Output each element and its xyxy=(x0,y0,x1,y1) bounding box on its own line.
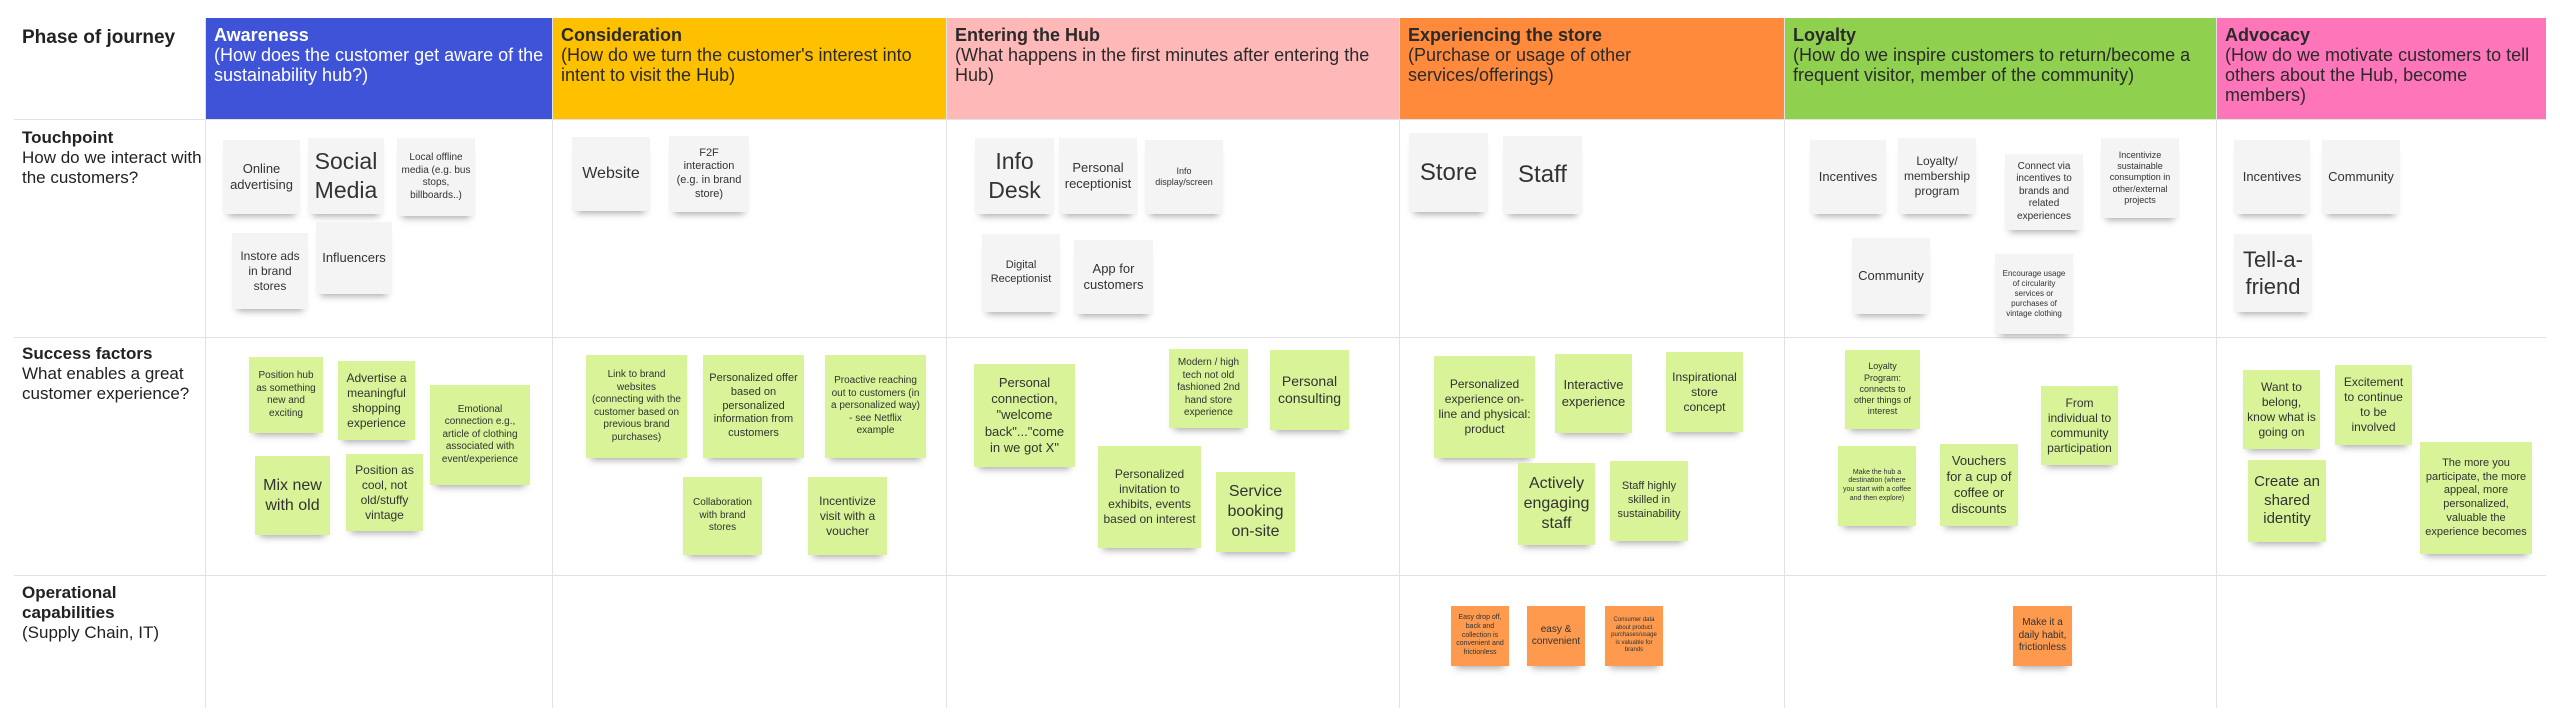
phase-title: Experiencing the store xyxy=(1408,25,1603,45)
sticky-note[interactable]: Link to brand websites (connecting with … xyxy=(586,355,687,458)
sticky-note[interactable]: Excitement to continue to be involved xyxy=(2335,365,2412,445)
sticky-note[interactable]: Staff highly skilled in sustainability xyxy=(1610,461,1688,541)
sticky-note[interactable]: Personal receptionist xyxy=(1059,138,1137,214)
phase-header-awareness: Awareness (How does the customer get awa… xyxy=(206,18,552,119)
sticky-note[interactable]: Personalized invitation to exhibits, eve… xyxy=(1098,446,1201,548)
sticky-note[interactable]: Incentives xyxy=(2234,140,2310,214)
sticky-note[interactable]: Store xyxy=(1409,133,1488,212)
row-divider xyxy=(14,337,2546,338)
sticky-note[interactable]: Make it a daily habit, frictionless xyxy=(2013,606,2072,666)
row-title: Success factors xyxy=(22,344,153,363)
sticky-note[interactable]: From individual to community participati… xyxy=(2041,386,2118,465)
row-divider xyxy=(14,119,2546,120)
phase-header-loyalty: Loyalty (How do we inspire customers to … xyxy=(1785,18,2216,119)
sticky-note[interactable]: Instore ads in brand stores xyxy=(232,233,308,309)
column-divider xyxy=(946,18,947,708)
sticky-note[interactable]: Community xyxy=(1852,238,1930,314)
sticky-note[interactable]: App for customers xyxy=(1074,240,1153,314)
sticky-note[interactable]: Info display/screen xyxy=(1145,140,1223,214)
phase-title: Consideration xyxy=(561,25,683,45)
row-divider xyxy=(14,575,2546,576)
sticky-note[interactable]: Loyalty/ membership program xyxy=(1898,138,1976,214)
sticky-note[interactable]: Influencers xyxy=(316,222,392,294)
column-divider xyxy=(1784,18,1785,708)
phase-of-journey-label: Phase of journey xyxy=(22,27,176,48)
sticky-note[interactable]: F2F interaction (e.g. in brand store) xyxy=(669,136,749,212)
sticky-note[interactable]: Social Media xyxy=(308,138,384,214)
row-label-touchpoint: Touchpoint How do we interact with the c… xyxy=(22,128,202,188)
sticky-note[interactable]: Website xyxy=(572,137,650,211)
sticky-note[interactable]: Interactive experience xyxy=(1555,354,1632,433)
column-divider xyxy=(552,18,553,708)
sticky-note[interactable]: Personal consulting xyxy=(1270,350,1349,430)
sticky-note[interactable]: Community xyxy=(2322,140,2400,214)
sticky-note[interactable]: Easy drop off, back and collection is co… xyxy=(1451,606,1509,666)
sticky-note[interactable]: Incentivize sustainable consumption in o… xyxy=(2101,138,2179,218)
column-divider xyxy=(1399,18,1400,708)
sticky-note[interactable]: Personalized experience on-line and phys… xyxy=(1434,356,1535,458)
sticky-note[interactable]: Staff xyxy=(1503,136,1582,214)
sticky-note[interactable]: Modern / high tech not old fashioned 2nd… xyxy=(1169,349,1248,428)
sticky-note[interactable]: The more you participate, the more appea… xyxy=(2420,442,2532,554)
sticky-note[interactable]: Incentivize visit with a voucher xyxy=(808,477,887,555)
phase-subtitle: (How do we motivate customers to tell ot… xyxy=(2225,45,2530,105)
row-label-operational-capabilities: Operational capabilities (Supply Chain, … xyxy=(22,583,172,643)
sticky-note[interactable]: Make the hub a destination (where you st… xyxy=(1838,446,1916,526)
sticky-note[interactable]: Service booking on-site xyxy=(1216,472,1295,552)
phase-header-experiencing-the-store: Experiencing the store (Purchase or usag… xyxy=(1400,18,1784,119)
column-divider xyxy=(205,18,206,708)
sticky-note[interactable]: Collaboration with brand stores xyxy=(683,477,762,555)
sticky-note[interactable]: Vouchers for a cup of coffee or discount… xyxy=(1940,444,2018,526)
sticky-note[interactable]: Tell-a-friend xyxy=(2234,234,2312,312)
row-label-success-factors: Success factors What enables a great cus… xyxy=(22,344,202,404)
sticky-note[interactable]: Create an shared identity xyxy=(2248,460,2326,542)
sticky-note[interactable]: Digital Receptionist xyxy=(982,234,1060,312)
sticky-note[interactable]: Incentives xyxy=(1810,140,1886,214)
phase-title: Loyalty xyxy=(1793,25,1857,45)
sticky-note[interactable]: Personalized offer based on personalized… xyxy=(703,355,804,458)
phase-subtitle: (Purchase or usage of other services/off… xyxy=(1408,45,1632,85)
sticky-note[interactable]: easy & convenient xyxy=(1527,606,1585,666)
row-subtitle: What enables a great customer experience… xyxy=(22,364,190,403)
sticky-note[interactable]: Loyalty Program: connects to other thing… xyxy=(1845,350,1920,429)
sticky-note[interactable]: Position hub as something new and exciti… xyxy=(249,357,323,433)
sticky-note[interactable]: Advertise a meaningful shopping experien… xyxy=(338,361,415,440)
phase-subtitle: (How do we inspire customers to return/b… xyxy=(1793,45,2191,85)
phase-header-advocacy: Advocacy (How do we motivate customers t… xyxy=(2217,18,2546,119)
sticky-note[interactable]: Want to belong, know what is going on xyxy=(2243,370,2320,449)
phase-title: Advocacy xyxy=(2225,25,2311,45)
row-title: Touchpoint xyxy=(22,128,114,147)
sticky-note[interactable]: Inspirational store concept xyxy=(1666,352,1743,432)
phase-subtitle: (How do we turn the customer's interest … xyxy=(561,45,912,85)
sticky-note[interactable]: Personal connection, "welcome back"..."c… xyxy=(974,364,1075,467)
sticky-note[interactable]: Consumer data about product purchases/us… xyxy=(1605,606,1663,666)
sticky-note[interactable]: Connect via incentives to brands and rel… xyxy=(2005,154,2083,230)
phase-header-consideration: Consideration (How do we turn the custom… xyxy=(553,18,946,119)
sticky-note[interactable]: Emotional connection e.g., article of cl… xyxy=(430,385,530,485)
sticky-note[interactable]: Position as cool, not old/stuffy vintage xyxy=(346,454,423,531)
sticky-note[interactable]: Info Desk xyxy=(975,138,1054,214)
row-subtitle: (Supply Chain, IT) xyxy=(22,623,159,642)
sticky-note[interactable]: Actively engaging staff xyxy=(1518,463,1595,545)
row-subtitle: How do we interact with the customers? xyxy=(22,148,202,187)
row-title: Operational capabilities xyxy=(22,583,117,622)
phase-title: Awareness xyxy=(214,25,309,45)
phase-title: Entering the Hub xyxy=(955,25,1100,45)
sticky-note[interactable]: Mix new with old xyxy=(255,456,330,535)
column-divider xyxy=(2216,18,2217,708)
sticky-note[interactable]: Online advertising xyxy=(223,140,300,214)
sticky-note[interactable]: Encourage usage of circularity services … xyxy=(1995,254,2073,334)
phase-subtitle: (How does the customer get aware of the … xyxy=(214,45,544,85)
phase-header-entering-the-hub: Entering the Hub (What happens in the fi… xyxy=(947,18,1399,119)
sticky-note[interactable]: Local offline media (e.g. bus stops, bil… xyxy=(397,138,475,216)
phase-subtitle: (What happens in the first minutes after… xyxy=(955,45,1370,85)
sticky-note[interactable]: Proactive reaching out to customers (in … xyxy=(825,355,926,458)
